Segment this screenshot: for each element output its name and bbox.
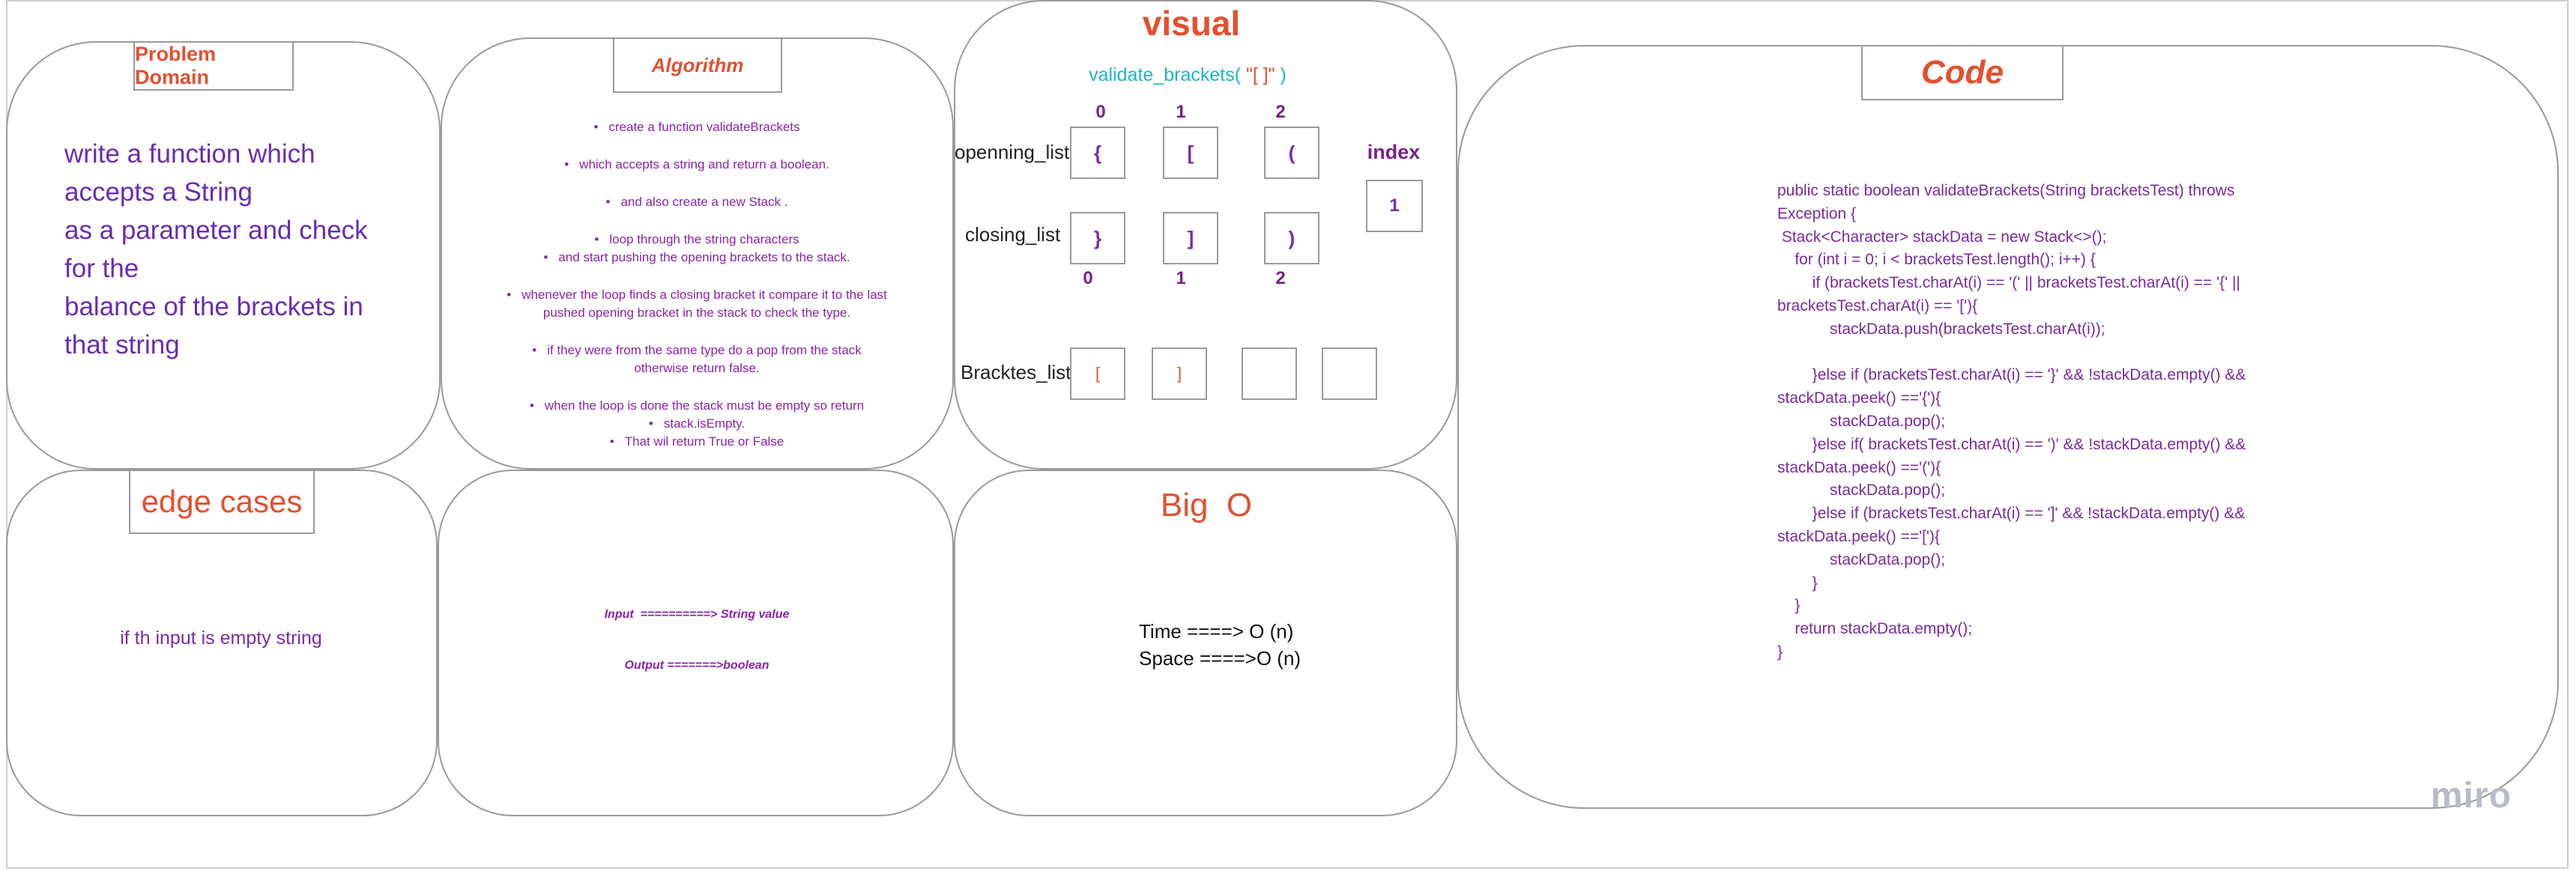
opening-list-cell: [ [1163,127,1218,179]
brackets-list-cell [1242,348,1297,400]
problem-domain-line: for the [64,254,139,283]
problem-domain-line: write a function which [64,139,315,169]
index-label-top: 1 [1176,102,1186,122]
algorithm-steps: • create a function validateBrackets • whi… [480,118,914,451]
input-arrow: ==========> [640,608,718,621]
brackets-list-label: Bracktes_list [961,361,1071,383]
edge-cases-title: edge cases [129,470,315,534]
code-title: Code [1861,45,2063,100]
index-label-top: 0 [1095,102,1106,122]
bullet-icon: • [593,120,599,134]
algorithm-step: • which accepts a string and return a boo… [480,156,914,174]
algorithm-step: • if they were from the same type do a po… [480,342,914,377]
output-label: Output [624,659,664,672]
algorithm-step-text: and start pushing the opening brackets t… [558,250,850,264]
output-value: boolean [723,659,770,672]
algorithm-step-text: whenever the loop finds a closing bracke… [521,288,887,302]
call-suffix: ) [1280,64,1287,85]
index-value-cell: 1 [1366,180,1423,232]
opening-list-cell: ( [1264,127,1319,179]
closing-list-cell: ] [1163,212,1218,264]
index-title: index [1367,141,1421,163]
index-label-top: 2 [1275,102,1286,122]
bullet-icon: • [594,232,599,246]
algorithm-step-text: and also create a new Stack . [620,195,788,209]
algorithm-step-text: create a function validateBrackets [608,120,800,134]
bullet-icon: • [609,434,614,449]
algorithm-title: Algorithm [613,37,782,93]
visual-card[interactable] [954,0,1457,470]
problem-domain-line: as a parameter and check [64,216,368,245]
opening-list-label: openning_list [955,141,1070,163]
algorithm-step-text: pushed opening bracket in the stack to c… [542,306,851,320]
big-o-card[interactable] [954,470,1457,816]
problem-domain-line: accepts a String [64,177,253,207]
index-label-bottom: 1 [1176,268,1186,288]
bullet-icon: • [605,195,611,209]
algorithm-step-text: which accepts a string and return a bool… [579,157,829,172]
index-label-bottom: 0 [1083,268,1093,288]
index-label-bottom: 2 [1275,268,1286,288]
bullet-icon: • [532,343,537,357]
output-line: Output =======>boolean [524,659,869,673]
visual-call: validate_brackets( "[ ]" ) [1049,64,1326,86]
bullet-icon: • [648,416,653,431]
bullet-icon: • [529,398,534,413]
problem-domain-line: balance of the brackets in [64,292,363,321]
algorithm-step-text: when the loop is done the stack must be … [544,398,865,413]
output-arrow: =======> [667,659,724,672]
edge-cases-text: if th input is empty string [120,628,322,649]
bullet-icon: • [507,288,512,302]
problem-domain-line: that string [64,330,180,359]
input-label: Input [604,608,634,621]
bullet-icon: • [564,157,569,172]
brackets-list-cell: ] [1152,348,1207,400]
opening-list-cell: { [1070,127,1125,179]
closing-list-cell: ) [1264,212,1319,264]
algorithm-step: • when the loop is done the stack must be… [480,397,914,451]
closing-list-label: closing_list [965,223,1061,246]
algorithm-step: • create a function validateBrackets [480,118,914,136]
algorithm-step-text: stack.isEmpty. [663,416,746,431]
call-prefix: validate_brackets( [1089,64,1242,85]
visual-title: visual [1142,4,1241,43]
problem-domain-title: Problem Domain [133,41,294,91]
algorithm-step-text: That wil return True or False [624,434,784,449]
code-block: public static boolean validateBrackets(S… [1777,182,2246,661]
input-line: Input ==========> String value [524,608,869,622]
algorithm-step-text: otherwise return false. [634,361,760,375]
input-output-card[interactable] [438,470,954,816]
big-o-title: Big O [1160,487,1253,523]
call-argument: "[ ]" [1241,64,1281,85]
big-o-space: Space ====>O (n) [1139,647,1301,670]
bullet-icon: • [543,250,548,264]
algorithm-step: • whenever the loop finds a closing brack… [480,286,914,322]
brackets-list-cell: [ [1070,348,1125,400]
algorithm-step-text: if they were from the same type do a pop… [547,343,862,357]
closing-list-cell: } [1070,212,1125,264]
algorithm-step-text: loop through the string characters [609,232,799,246]
algorithm-step: • and also create a new Stack . [480,193,914,211]
input-value: String value [720,608,790,621]
miro-watermark: miro [2431,776,2512,816]
brackets-list-cell [1322,348,1377,400]
algorithm-step: • loop through the string characters • and … [480,231,914,267]
problem-domain-text: write a function which accepts a String … [64,135,424,364]
big-o-time: Time ====> O (n) [1139,620,1294,643]
